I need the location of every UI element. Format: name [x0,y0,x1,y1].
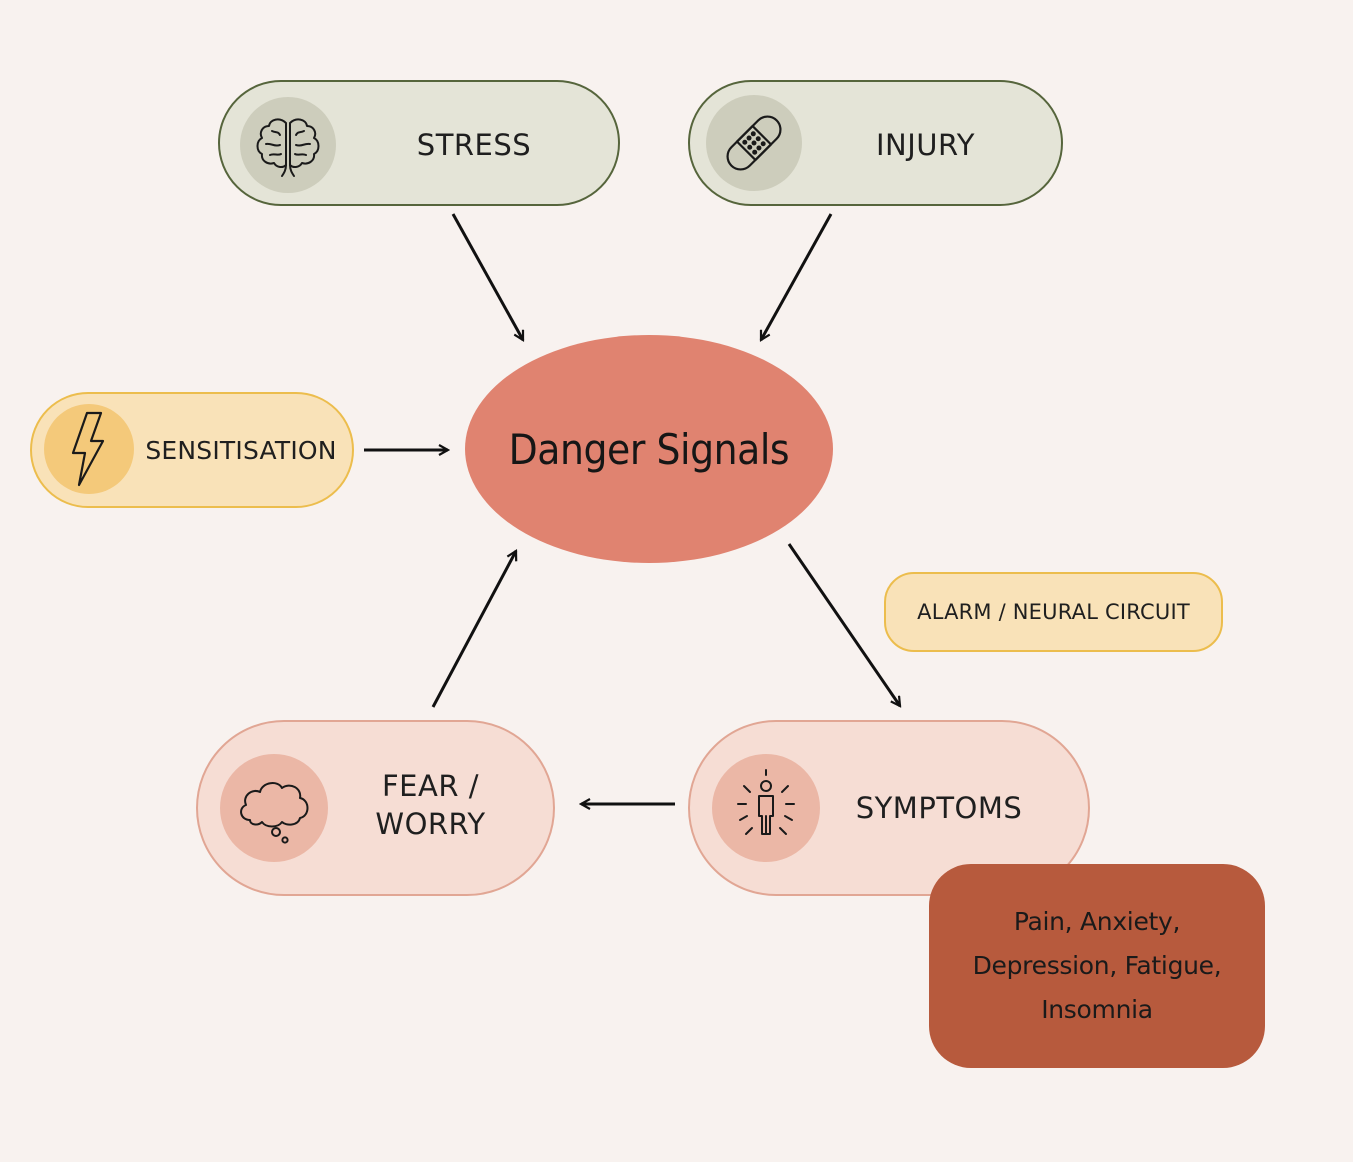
symptom-list-box: Pain, Anxiety, Depression, Fatigue, Inso… [929,864,1265,1068]
injury-node: INJURY [688,80,1063,206]
symptoms-label: SYMPTOMS [855,791,1023,825]
arrow-fear-to-danger [431,551,518,708]
lightning-icon [44,404,134,494]
arrow-danger-to-symptoms [787,543,900,706]
stress-node: STRESS [218,80,620,206]
bandage-icon [706,95,802,191]
fear-worry-node: FEAR / WORRY [196,720,555,896]
alarm-neural-circuit-label: ALARM / NEURAL CIRCUIT [917,600,1190,624]
sensitisation-node: SENSITISATION [30,392,354,508]
danger-signals-label: Danger Signals [508,424,790,474]
symptom-list-line2: Depression, Fatigue, [972,951,1222,981]
brain-icon [240,97,336,193]
arrow-stress-to-danger [451,213,525,340]
thought-cloud-icon [220,754,328,862]
sensitisation-label: SENSITISATION [145,436,337,465]
symptom-list-line3: Insomnia [1041,994,1153,1024]
danger-signals-node: Danger Signals [465,335,833,563]
alarm-neural-circuit-tag: ALARM / NEURAL CIRCUIT [884,572,1223,652]
symptom-list-text: Pain, Anxiety, Depression, Fatigue, Inso… [963,900,1232,1031]
stress-label: STRESS [416,128,532,162]
arrow-injury-to-danger [759,213,833,340]
radiating-person-icon [712,754,820,862]
fear-worry-label: FEAR / WORRY [338,768,523,843]
symptoms-node: SYMPTOMS [688,720,1090,896]
fear-worry-label-line2: WORRY [375,806,486,841]
injury-label: INJURY [875,128,976,162]
symptom-list-line1: Pain, Anxiety, [1013,907,1181,937]
fear-worry-label-line1: FEAR / [382,769,479,803]
